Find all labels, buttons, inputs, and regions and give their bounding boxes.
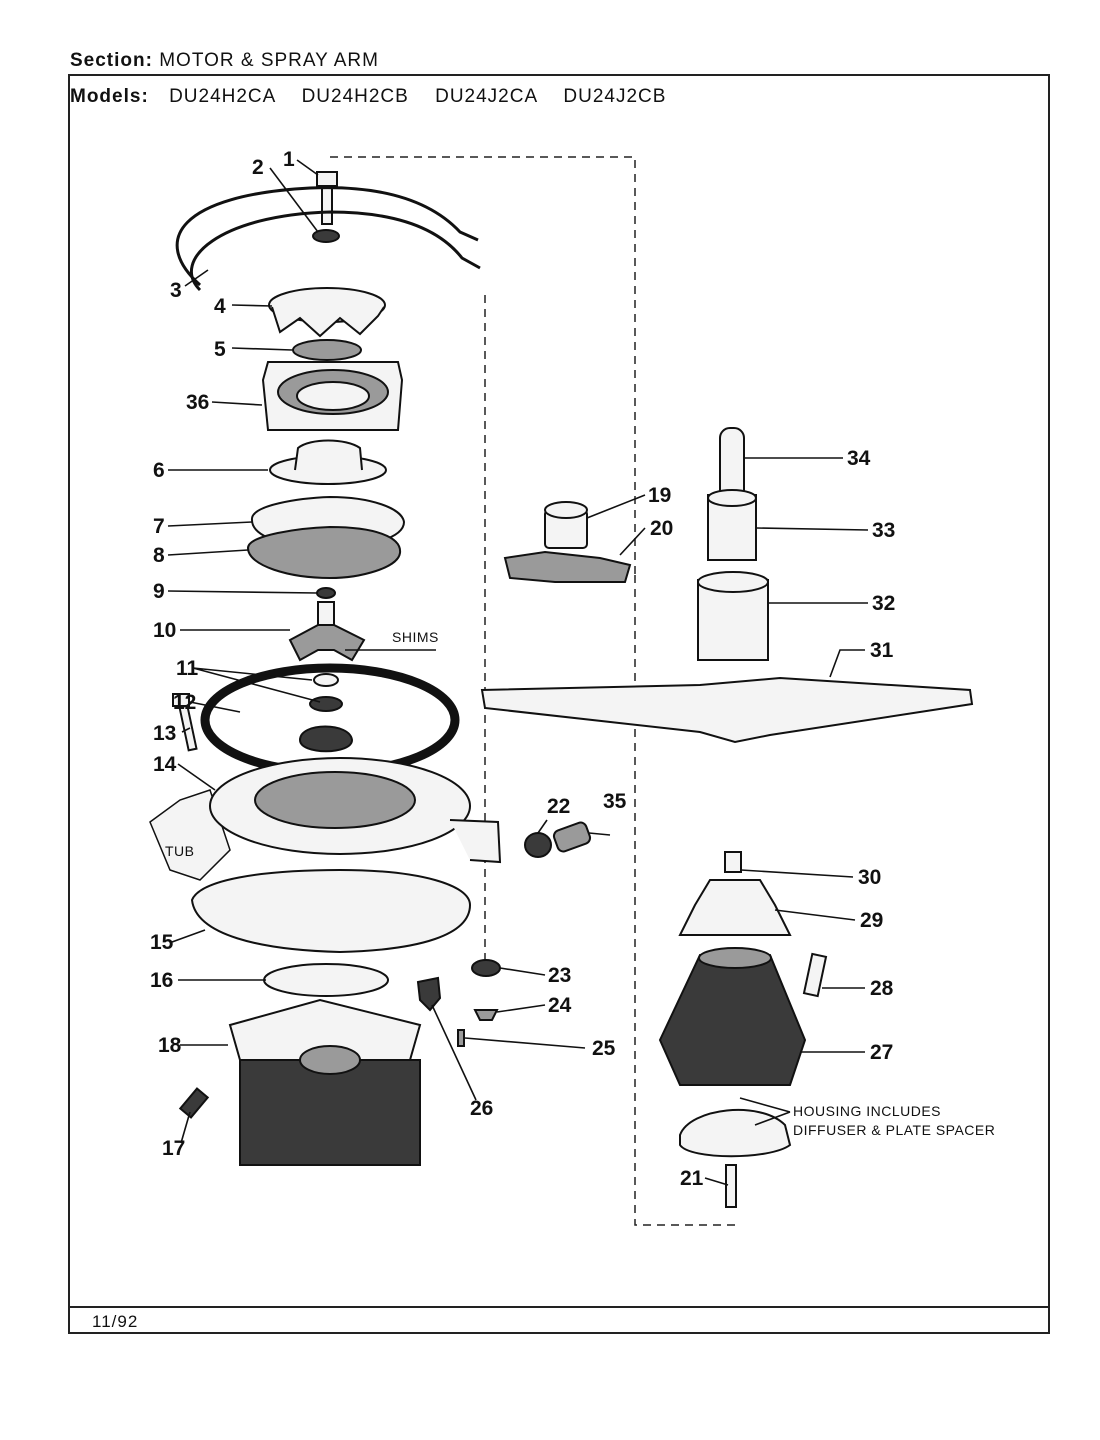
part-hose: [552, 821, 592, 853]
callout-30: 30: [858, 866, 881, 889]
part-sump: [149, 757, 502, 881]
model-4: DU24J2CB: [563, 86, 667, 107]
part-clamp: [524, 832, 552, 858]
callout-10: 10: [153, 619, 176, 642]
callout-35: 35: [603, 790, 627, 813]
part-motor: [228, 998, 422, 1166]
model-1: DU24H2CA: [169, 86, 276, 107]
footer-date: 11/92: [92, 1312, 139, 1331]
callout-34: 34: [847, 447, 871, 470]
part-sump-ring: [190, 868, 472, 954]
note-tub: TUB: [165, 843, 195, 859]
callout-16: 16: [150, 969, 173, 992]
part-grommet: [471, 959, 501, 977]
note-housing-line2: DIFFUSER & PLATE SPACER: [793, 1122, 995, 1138]
callout-8: 8: [153, 544, 165, 567]
part-seal-ring: [200, 663, 460, 777]
callout-31: 31: [870, 639, 894, 662]
callout-21: 21: [680, 1167, 704, 1190]
section-heading: Section: MOTOR & SPRAY ARM: [70, 50, 379, 72]
callout-23: 23: [548, 964, 571, 987]
callout-12: 12: [173, 691, 196, 714]
callout-19: 19: [648, 484, 671, 507]
callout-6: 6: [153, 459, 165, 482]
part-clip: [416, 976, 442, 1012]
callout-1: 1: [283, 148, 295, 171]
part-small-screw: [457, 1029, 465, 1047]
part-stud: [473, 1009, 499, 1021]
callout-28: 28: [870, 977, 894, 1000]
model-2: DU24H2CB: [301, 86, 409, 107]
part-diffuser: [679, 1108, 792, 1158]
leader-lines: [167, 159, 869, 1186]
callout-5: 5: [214, 338, 226, 361]
part-seal-dome: [269, 439, 387, 485]
part-bracket: [503, 501, 632, 583]
part-spray-arm: [480, 676, 974, 744]
part-small-washer: [316, 587, 336, 599]
callout-15: 15: [150, 931, 174, 954]
callout-29: 29: [860, 909, 883, 932]
callout-26: 26: [470, 1097, 493, 1120]
callout-32: 32: [872, 592, 895, 615]
part-screw: [172, 693, 198, 752]
section-value: MOTOR & SPRAY ARM: [159, 50, 379, 71]
models-label: Models:: [70, 86, 149, 107]
part-mount-bolt: [178, 1087, 210, 1119]
note-housing-line1: HOUSING INCLUDES: [793, 1103, 941, 1119]
model-3: DU24J2CA: [435, 86, 538, 107]
callout-2: 2: [252, 156, 264, 179]
callout-9: 9: [153, 580, 165, 603]
part-motor-disc: [263, 963, 389, 997]
part-impeller: [288, 601, 366, 662]
footer-divider: [68, 1306, 1050, 1308]
callout-33: 33: [872, 519, 895, 542]
callout-11: 11: [176, 657, 199, 680]
part-feed-tube: [697, 427, 769, 661]
callout-22: 22: [547, 795, 570, 818]
part-wire-harness: [175, 186, 481, 292]
callout-4: 4: [214, 295, 226, 318]
callout-18: 18: [158, 1034, 182, 1057]
callout-numbers: 1 2 3 4 5 36 6 7 8 9 10 11 12 13 14 15 1…: [150, 148, 895, 1190]
part-housing-screw: [802, 952, 828, 998]
models-heading: Models: DU24H2CA DU24H2CB DU24J2CA DU24J…: [70, 86, 666, 108]
diagram-frame: [68, 74, 1050, 1334]
callout-13: 13: [153, 722, 176, 745]
callout-24: 24: [548, 994, 572, 1017]
callout-17: 17: [162, 1137, 185, 1160]
callout-20: 20: [650, 517, 673, 540]
callout-25: 25: [592, 1037, 616, 1060]
callout-36: 36: [186, 391, 209, 414]
part-star-impeller: [292, 339, 362, 361]
part-mounting-plate: [246, 525, 402, 580]
section-label: Section:: [70, 50, 153, 71]
callout-27: 27: [870, 1041, 893, 1064]
part-cap: [268, 287, 386, 338]
part-bolt: [316, 171, 338, 225]
assembly-guide-line: [330, 156, 735, 1226]
callout-7: 7: [153, 515, 165, 538]
callout-3: 3: [170, 279, 182, 302]
part-diffuser-screw: [725, 1164, 737, 1208]
part-washer: [312, 229, 340, 243]
part-lower-housing: [658, 851, 807, 1086]
part-pump-housing: [261, 361, 404, 431]
callout-14: 14: [153, 753, 177, 776]
note-shims: SHIMS: [392, 629, 439, 645]
